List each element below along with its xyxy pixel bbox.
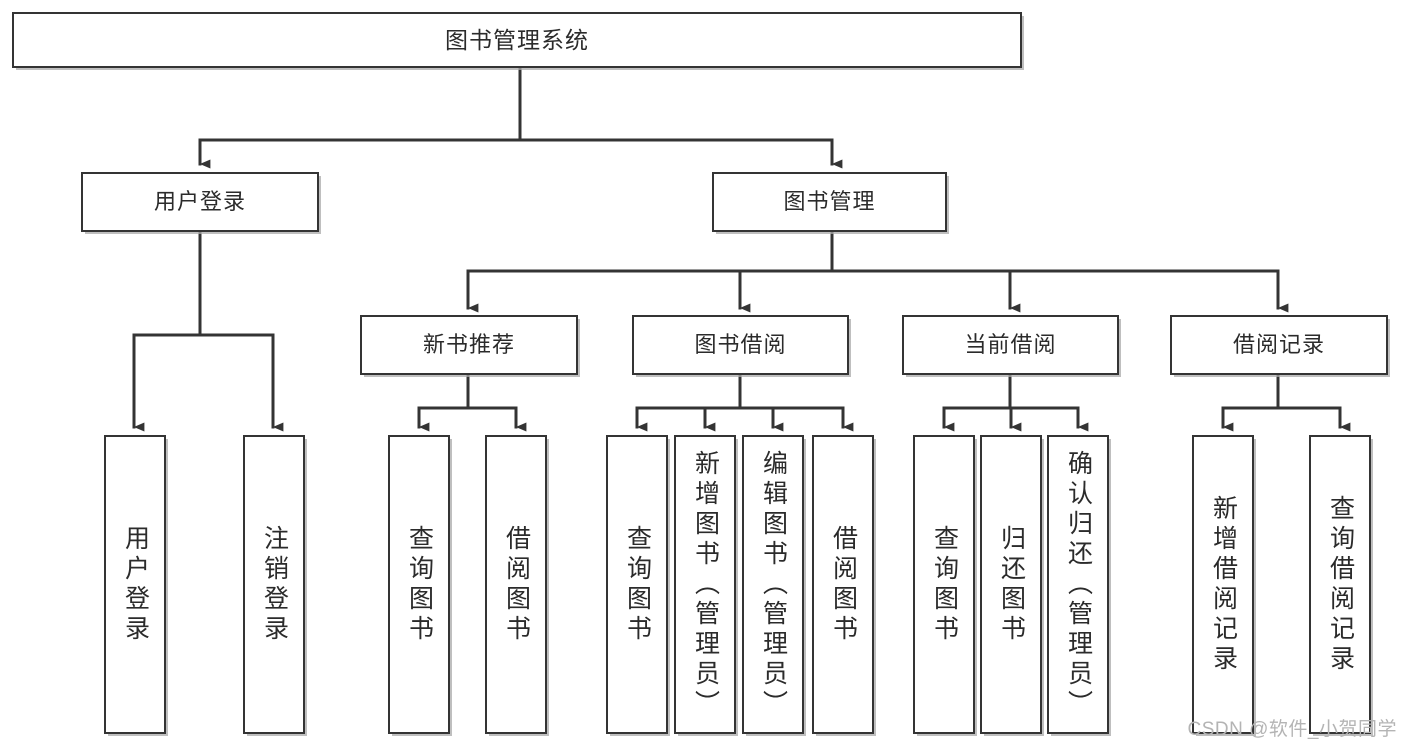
- node-label: 归还图书: [997, 524, 1026, 645]
- node-root-book-management-system[interactable]: 图书管理系统: [12, 12, 1022, 68]
- leaf-borrow-book-recommend[interactable]: 借阅图书: [485, 435, 547, 734]
- node-new-book-recommend[interactable]: 新书推荐: [360, 315, 578, 375]
- node-label: 图书借阅: [694, 332, 787, 358]
- node-label: 图书管理系统: [445, 26, 589, 53]
- leaf-return-book[interactable]: 归还图书: [980, 435, 1042, 734]
- leaf-logout[interactable]: 注销登录: [243, 435, 305, 734]
- node-label: 图书管理: [783, 189, 876, 215]
- leaf-query-borrow-record[interactable]: 查询借阅记录: [1309, 435, 1371, 734]
- node-label: 借阅图书: [502, 524, 531, 645]
- leaf-add-book-admin[interactable]: 新增图书（管理员）: [674, 435, 736, 734]
- node-label: 用户登录: [153, 189, 246, 215]
- node-label: 查询图书: [405, 524, 434, 645]
- node-label: 新书推荐: [422, 332, 515, 358]
- node-label: 新增借阅记录: [1209, 494, 1238, 675]
- leaf-user-login[interactable]: 用户登录: [104, 435, 166, 734]
- node-label: 借阅记录: [1232, 332, 1325, 358]
- node-label: 当前借阅: [964, 332, 1057, 358]
- leaf-edit-book-admin[interactable]: 编辑图书（管理员）: [742, 435, 804, 734]
- leaf-add-borrow-record[interactable]: 新增借阅记录: [1192, 435, 1254, 734]
- node-label: 新增图书（管理员）: [691, 449, 720, 720]
- node-user-login[interactable]: 用户登录: [81, 172, 319, 232]
- node-label: 借阅图书: [829, 524, 858, 645]
- node-book-management[interactable]: 图书管理: [712, 172, 947, 232]
- node-label: 查询图书: [930, 524, 959, 645]
- leaf-query-book-recommend[interactable]: 查询图书: [388, 435, 450, 734]
- node-label: 编辑图书（管理员）: [759, 449, 788, 720]
- leaf-query-book-current[interactable]: 查询图书: [913, 435, 975, 734]
- node-book-borrow[interactable]: 图书借阅: [632, 315, 849, 375]
- leaf-query-book-borrow[interactable]: 查询图书: [606, 435, 668, 734]
- node-label: 用户登录: [121, 524, 150, 645]
- node-label: 查询图书: [623, 524, 652, 645]
- node-label: 注销登录: [260, 524, 289, 645]
- node-label: 查询借阅记录: [1326, 494, 1355, 675]
- node-borrow-record[interactable]: 借阅记录: [1170, 315, 1388, 375]
- leaf-confirm-return-admin[interactable]: 确认归还（管理员）: [1047, 435, 1109, 734]
- node-label: 确认归还（管理员）: [1064, 449, 1093, 720]
- leaf-borrow-book[interactable]: 借阅图书: [812, 435, 874, 734]
- node-current-borrow[interactable]: 当前借阅: [902, 315, 1119, 375]
